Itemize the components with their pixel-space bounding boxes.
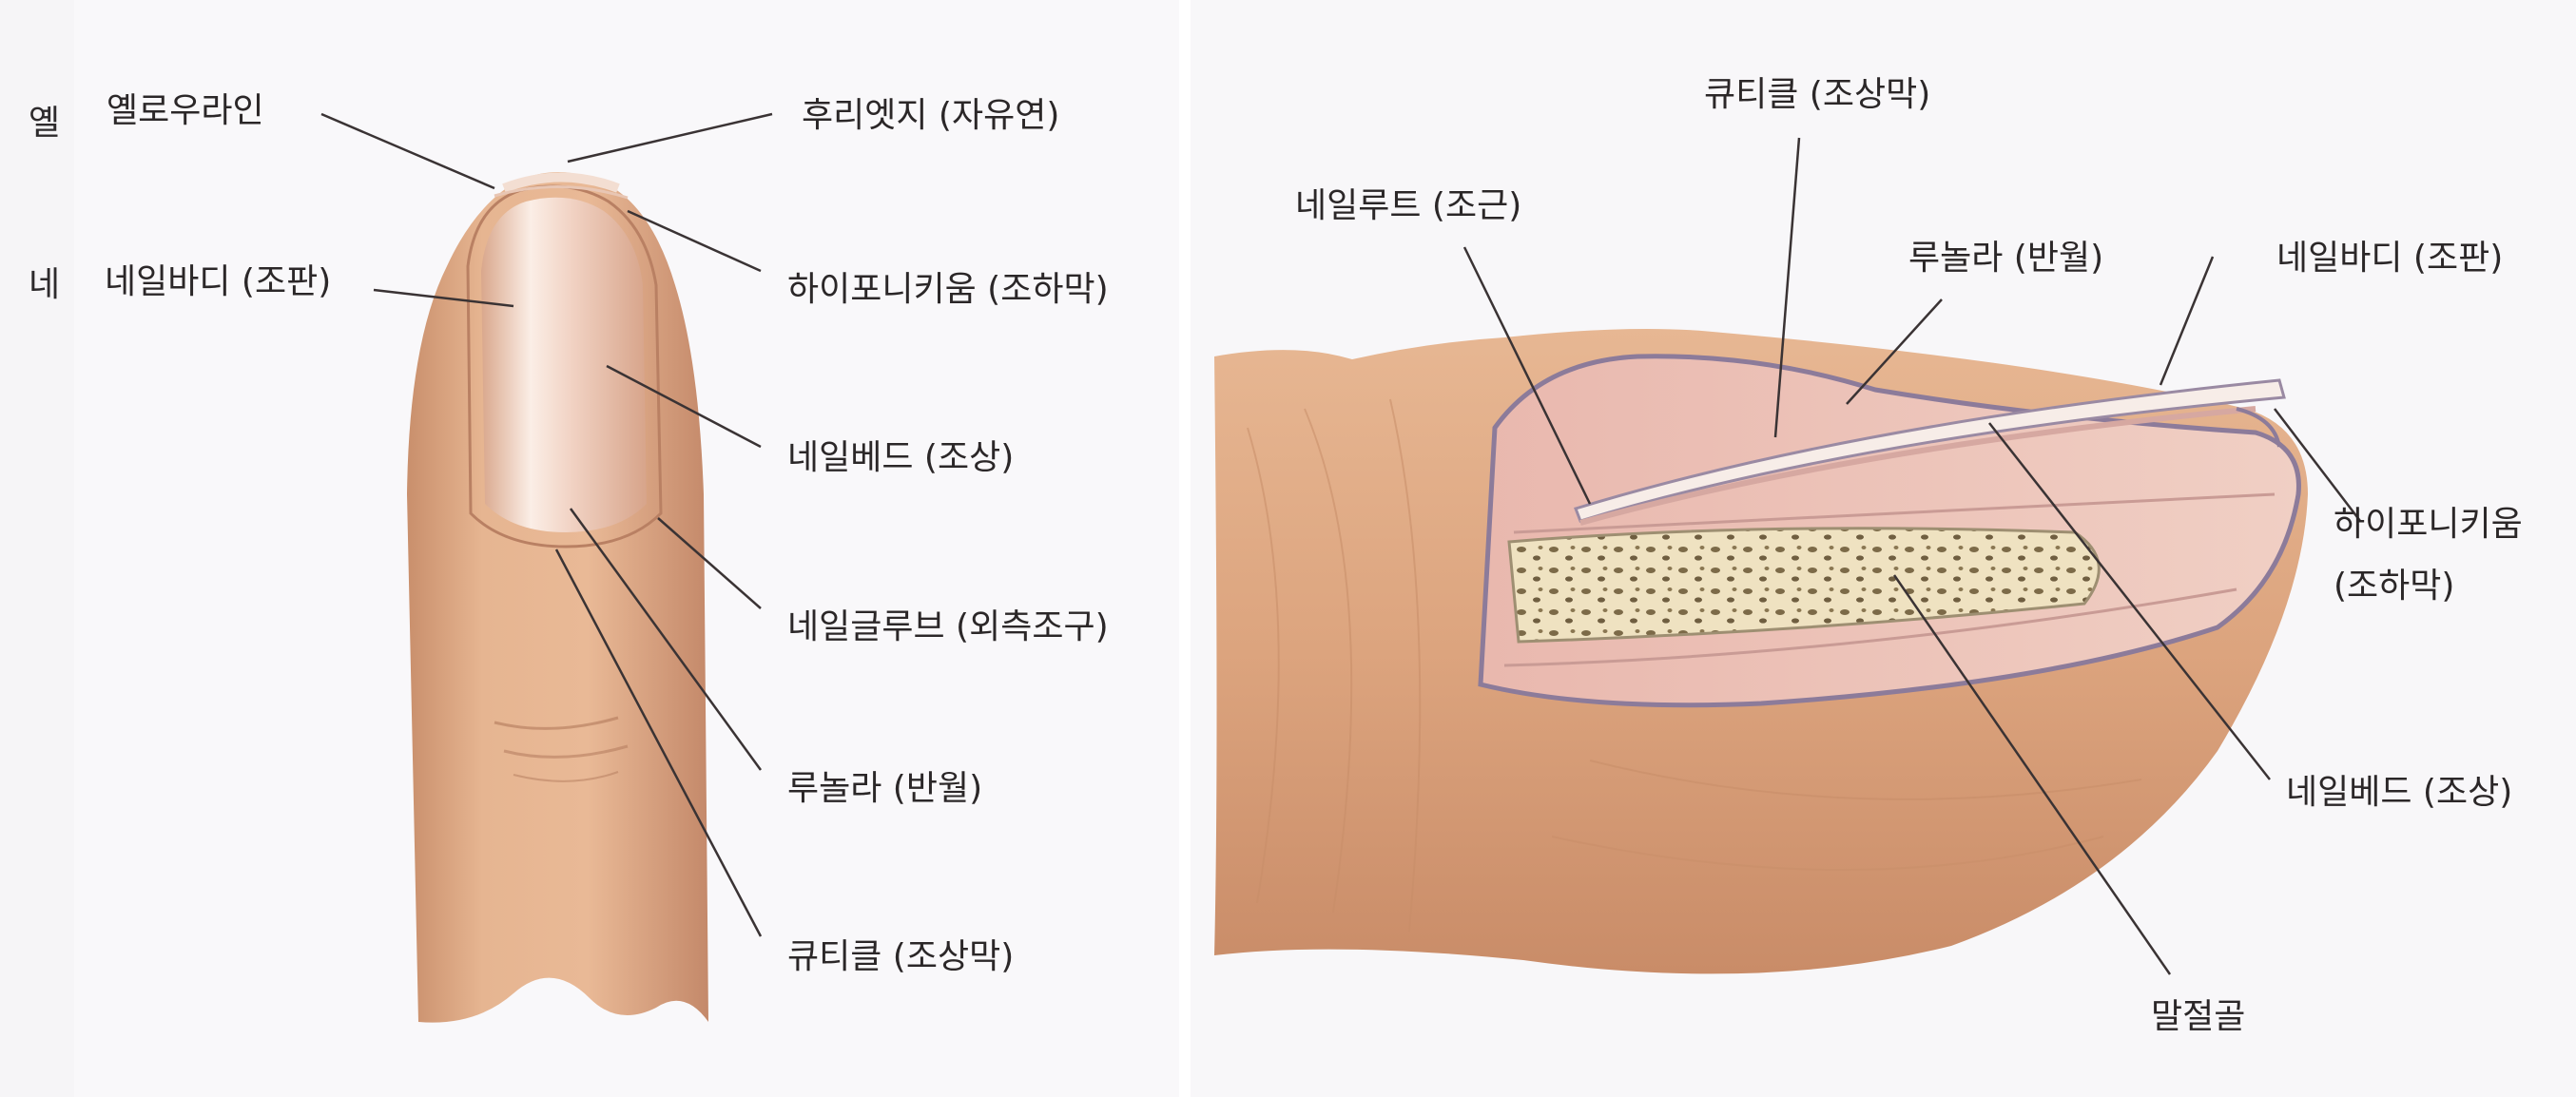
finger-front-illustration: [0, 0, 1179, 1097]
label-cuticle: 큐티클 (조상막): [787, 936, 1014, 978]
panel-divider: [1179, 0, 1191, 1097]
label-nail-body: 네일바디 (조판): [105, 261, 331, 303]
label-lunula: 루놀라 (반월): [787, 768, 982, 810]
label-distal-phalanx: 말절골: [2151, 996, 2245, 1038]
label-nail-groove: 네일글루브 (외측조구): [787, 606, 1109, 648]
label-hyponychium: 하이포니키움 (조하막): [787, 269, 1109, 311]
label-yellow-line: 옐로우라인: [107, 90, 264, 132]
label-nail-bed-right: 네일베드 (조상): [2286, 772, 2512, 814]
label-hyponychium-right-1: 하이포니키움: [2334, 504, 2523, 546]
label-cuticle-right: 큐티클 (조상막): [1704, 74, 1930, 116]
nail-plate: [481, 198, 647, 532]
label-free-edge: 후리엣지 (자유연): [802, 95, 1059, 137]
finger-cross-section-panel: 큐티클 (조상막) 네일루트 (조근) 루놀라 (반월) 네일바디 (조판) 하…: [1191, 0, 2576, 1097]
label-hyponychium-right-2: (조하막): [2334, 566, 2454, 607]
finger-front-view-panel: 옐 네: [0, 0, 1179, 1097]
label-nail-body-right: 네일바디 (조판): [2276, 238, 2503, 279]
label-nail-bed: 네일베드 (조상): [787, 437, 1014, 479]
finger-cross-section-illustration: [1191, 0, 2576, 1097]
label-nail-root: 네일루트 (조근): [1295, 185, 1521, 227]
label-lunula-right: 루놀라 (반월): [1908, 238, 2103, 279]
